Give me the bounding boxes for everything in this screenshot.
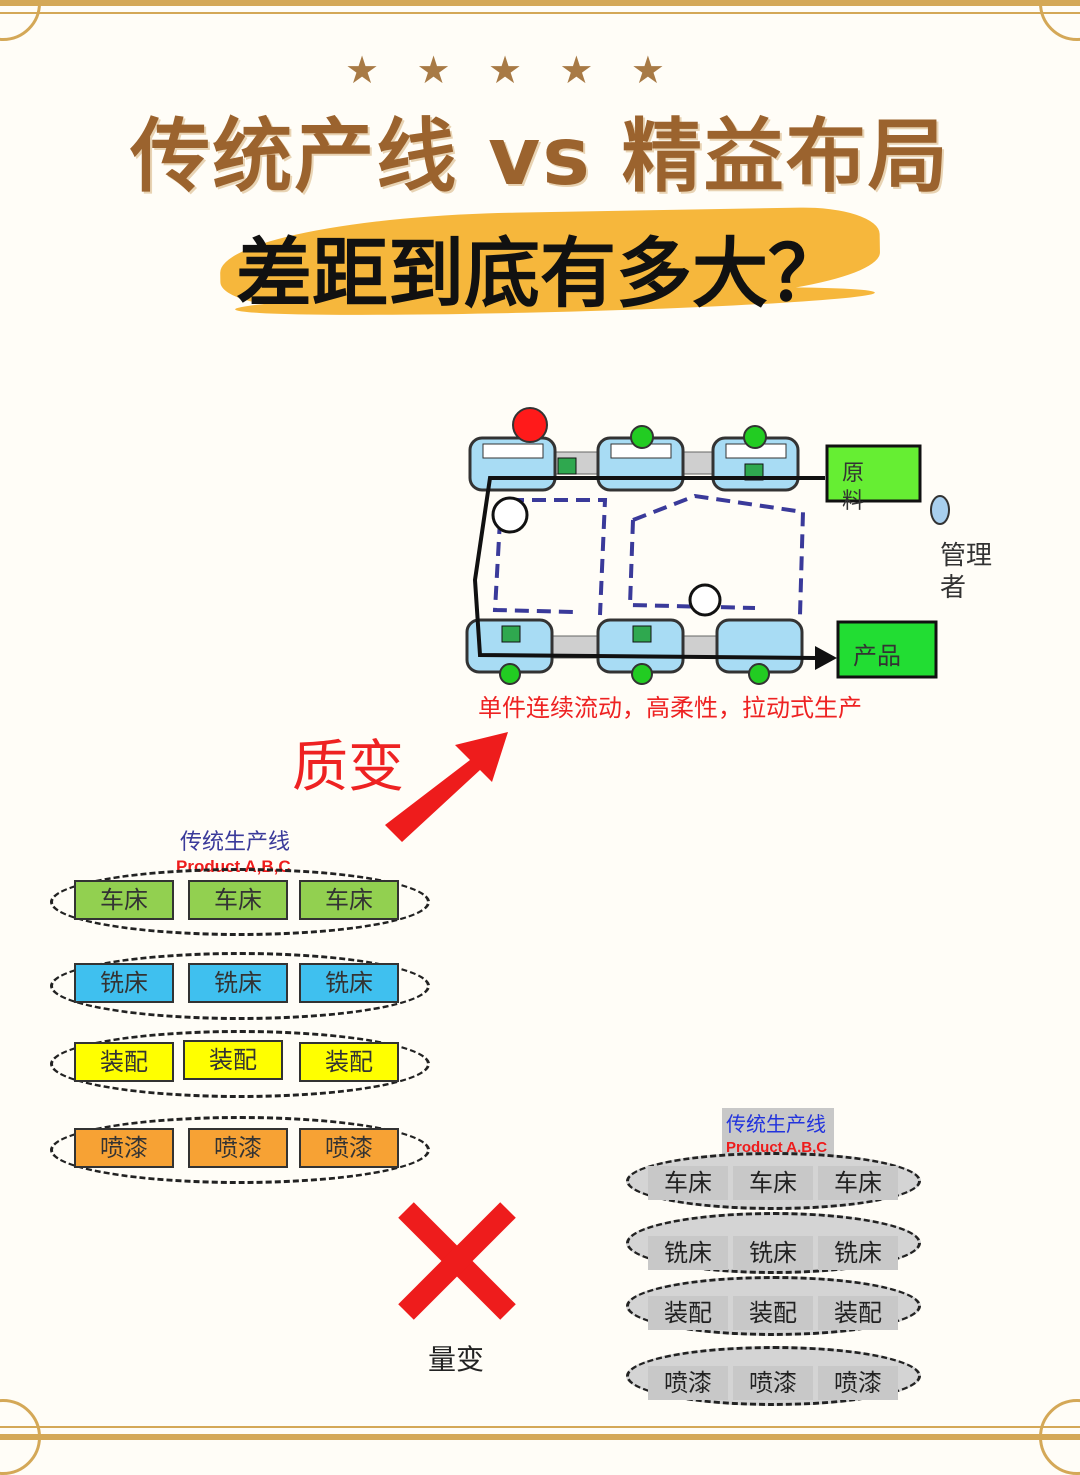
traditional-title: 传统生产线: [180, 830, 291, 855]
process-group-oval: [50, 1030, 430, 1098]
star-icon: ★: [487, 48, 523, 92]
painting-station: 喷漆: [299, 1128, 399, 1168]
frame-bottom: [0, 1434, 1080, 1440]
operator-path: [492, 498, 608, 616]
star-icon: ★: [559, 48, 594, 92]
material-flow-arrow: [472, 476, 825, 660]
raw-material-label: 原料: [842, 461, 865, 514]
star-rating: ★ ★ ★ ★ ★: [345, 48, 665, 92]
andon-light-red: [512, 407, 548, 443]
process-group-oval: [50, 952, 430, 1020]
gray-painting-station: 喷漆: [818, 1366, 898, 1400]
manager-label: 管理者: [940, 541, 993, 603]
assembly-station: 装配: [74, 1042, 174, 1082]
corner-ornament-tl: [0, 0, 41, 41]
andon-light-green: [743, 425, 767, 449]
raw-material-box: [825, 444, 922, 503]
lean-layout-diagram: [465, 407, 950, 685]
milling-station: 铣床: [299, 963, 399, 1003]
gray-milling-station: 铣床: [648, 1236, 728, 1270]
lathe-station: 车床: [74, 880, 174, 920]
andon-light-green: [499, 663, 521, 685]
assembly-station: 装配: [299, 1042, 399, 1082]
frame-top-inner: [0, 12, 1080, 14]
operator-icon: [491, 496, 529, 534]
lathe-station: 车床: [299, 880, 399, 920]
manager-icon: [930, 495, 950, 525]
star-icon: ★: [345, 48, 380, 92]
painting-station: 喷漆: [74, 1128, 174, 1168]
painting-station: 喷漆: [188, 1128, 288, 1168]
process-group-oval: [50, 868, 430, 936]
andon-light-green: [631, 663, 653, 685]
milling-station: 铣床: [74, 963, 174, 1003]
product-label: 产品: [853, 642, 901, 670]
gray-milling-station: 铣床: [733, 1236, 813, 1270]
gray-milling-station: 铣床: [818, 1236, 898, 1270]
gray-lathe-station: 车床: [818, 1166, 898, 1200]
gray-lathe-station: 车床: [648, 1166, 728, 1200]
gray-painting-station: 喷漆: [648, 1366, 728, 1400]
star-icon: ★: [630, 48, 665, 92]
page-subtitle: 差距到底有多大？: [236, 229, 844, 318]
corner-ornament-br: [1039, 1399, 1080, 1475]
milling-station: 铣床: [188, 963, 288, 1003]
quantitative-change-label: 量变: [428, 1343, 485, 1376]
corner-ornament-bl: [0, 1399, 41, 1475]
gray-lathe-station: 车床: [733, 1166, 813, 1200]
andon-light-green: [630, 425, 654, 449]
gray-assembly-station: 装配: [733, 1296, 813, 1330]
up-arrow-icon: [385, 732, 508, 842]
corner-ornament-tr: [1039, 0, 1080, 41]
process-group-oval: [50, 1116, 430, 1184]
qualitative-change-label: 质变: [292, 735, 404, 800]
star-icon: ★: [416, 48, 451, 92]
andon-light-green: [748, 663, 770, 685]
gray-assembly-station: 装配: [818, 1296, 898, 1330]
cross-icon: [398, 1202, 516, 1320]
page-title: 传统产线 vs 精益布局: [130, 110, 950, 203]
lathe-station: 车床: [188, 880, 288, 920]
gray-painting-station: 喷漆: [733, 1366, 813, 1400]
gray-traditional-title: 传统生产线: [726, 1112, 826, 1136]
product-box: [836, 620, 938, 679]
gray-assembly-station: 装配: [648, 1296, 728, 1330]
frame-bottom-inner: [0, 1426, 1080, 1428]
assembly-station: 装配: [183, 1040, 283, 1080]
operator-path: [627, 493, 806, 616]
frame-top: [0, 0, 1080, 6]
lean-caption: 单件连续流动，高柔性，拉动式生产: [478, 694, 862, 722]
operator-icon: [688, 583, 722, 617]
